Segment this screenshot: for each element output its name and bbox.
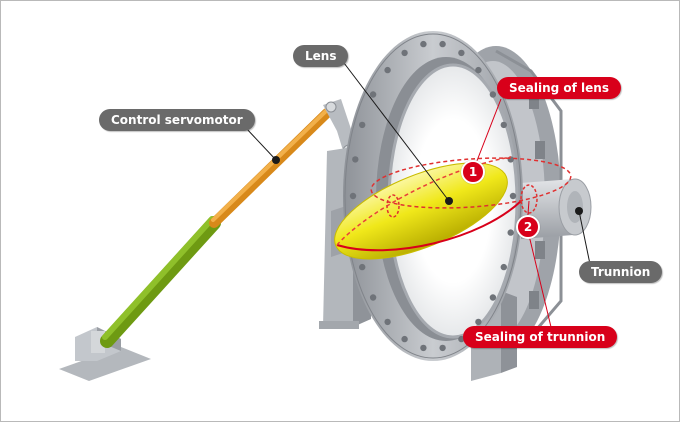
lens-disc (334, 156, 522, 260)
bolt-hole (420, 40, 427, 48)
bolt-hole (384, 318, 391, 326)
marker-1-badge: 1 (461, 160, 485, 184)
bolt-hole (420, 344, 427, 352)
bolt-hole (489, 91, 497, 98)
bolt-hole (500, 263, 507, 271)
bolt-hole (475, 66, 482, 74)
leader-dots (272, 156, 583, 215)
label-control-servomotor: Control servomotor (99, 109, 255, 131)
bolt-hole (439, 344, 446, 352)
label-sealing-of-lens: Sealing of lens (497, 77, 621, 99)
label-lens: Lens (293, 45, 349, 67)
bolt-hole (509, 192, 517, 200)
bolt-hole (349, 192, 357, 200)
sealing-dashed-outline (370, 157, 572, 214)
bolt-hole (401, 335, 408, 343)
label-sealing-of-trunnion: Sealing of trunnion (463, 326, 618, 348)
bolt-hole (439, 40, 446, 48)
bolt-hole (359, 263, 366, 271)
control-servomotor-rod (100, 108, 332, 348)
bolt-hole (384, 66, 391, 74)
label-trunnion: Trunnion (579, 261, 663, 283)
bolt-hole (359, 121, 366, 129)
flange-bolt-holes (349, 40, 517, 352)
bolt-hole (352, 156, 359, 163)
bolt-hole (500, 121, 507, 129)
bolt-hole (369, 294, 377, 301)
bolt-hole (458, 335, 465, 343)
bolt-hole (458, 49, 465, 57)
bolt-hole (401, 49, 408, 57)
bolt-hole (369, 91, 377, 98)
leader-lines (244, 62, 592, 270)
bolt-hole (489, 294, 497, 301)
bolt-hole (507, 229, 514, 236)
marker-2-badge: 2 (516, 215, 540, 239)
bolt-hole (475, 318, 482, 326)
